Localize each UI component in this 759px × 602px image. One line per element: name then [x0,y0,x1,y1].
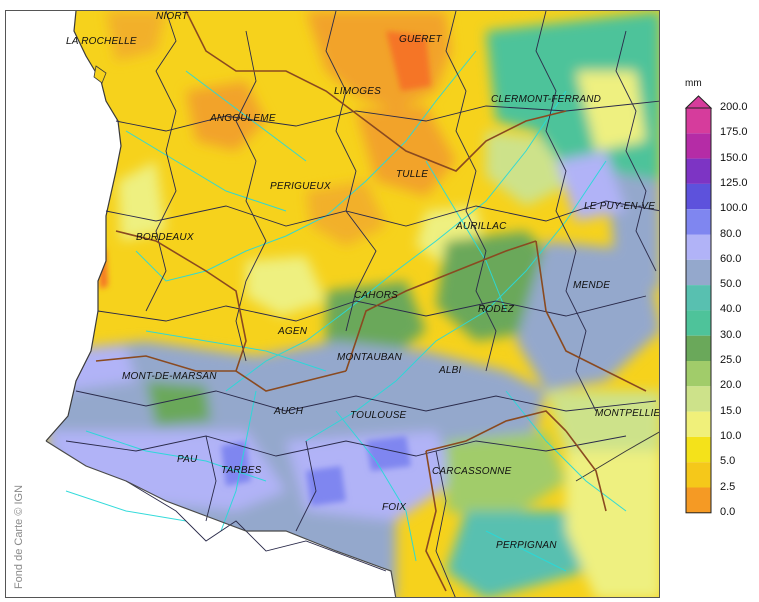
map-credit: Fond de Carte © IGN [13,484,25,590]
legend-swatch-80-0 [686,234,711,260]
city-label-auch: AUCH [274,406,304,417]
legend-label: 0.0 [720,505,736,518]
legend-swatch-10-0 [686,436,711,463]
legend-swatch-200-0 [686,108,711,134]
legend-swatch-2-5 [686,487,711,513]
city-label-albi: ALBI [439,365,462,376]
city-label-niort: NIORT [156,11,188,22]
city-label-tulle: TULLE [396,169,429,180]
legend-label: 10.0 [720,429,742,442]
city-label-montpellier: MONTPELLIE [595,408,660,419]
legend-swatch-25-0 [686,361,711,387]
city-label-bordeaux: BORDEAUX [136,232,194,243]
city-label-la-rochelle: LA ROCHELLE [66,36,137,47]
city-label-foix: FOIX [382,502,407,513]
legend-colorbar [684,95,713,514]
legend-swatch-100-0 [686,209,711,235]
city-label-mende: MENDE [573,280,611,291]
legend-label: 20.0 [720,379,742,392]
legend-swatch-40-0 [686,310,711,336]
legend-label: 5.0 [720,455,736,468]
legend-swatch-60-0 [686,259,711,286]
city-label-rodez: RODEZ [478,304,514,315]
legend-swatch-150-0 [686,158,711,184]
city-label-gueret: GUERET [399,34,442,45]
coastline [45,11,122,442]
legend-swatch-125-0 [686,183,711,210]
legend-label: 125.0 [720,176,748,189]
legend-label: 15.0 [720,404,742,417]
mediterranean-coast [575,431,659,482]
city-label-angouleme: ANGOULEME [210,113,276,124]
legend-top-arrow [684,95,713,109]
legend-swatch-5-0 [686,462,711,488]
city-label-perpignan: PERPIGNAN [496,540,557,551]
city-label-cahors: CAHORS [354,290,398,301]
legend-label: 80.0 [720,227,742,240]
legend-swatch-30-0 [686,335,711,361]
city-label-carcassonne: CARCASSONNE [432,466,512,477]
legend-label: 200.0 [720,101,748,113]
precipitation-map: NIORT LA ROCHELLE GUERET LIMOGES CLERMON… [5,10,660,598]
legend-swatch-175-0 [686,133,711,159]
city-label-le-puy-en-velay: LE PUY-EN-VE [584,201,656,212]
department-borders [65,11,659,597]
national-border [45,440,397,597]
legend-swatch-50-0 [686,285,711,311]
legend-label: 175.0 [720,126,748,139]
legend-unit: mm [685,78,702,89]
color-legend: mm 200.0 175.0 150.0 125.0 100.0 80.0 60.0 50.0… [683,78,759,602]
city-label-montauban: MONTAUBAN [337,352,402,363]
legend-label: 150.0 [720,151,748,164]
city-label-mont-de-marsan: MONT-DE-MARSAN [122,371,217,382]
island [93,65,107,84]
city-label-limoges: LIMOGES [334,86,381,97]
region-borders [95,11,647,592]
legend-label: 40.0 [720,303,742,316]
city-label-clermont-ferrand: CLERMONT-FERRAND [491,94,602,105]
city-label-tarbes: TARBES [221,465,262,476]
city-label-aurillac: AURILLAC [456,221,507,232]
legend-label: 25.0 [720,354,742,366]
legend-label: 2.5 [720,480,736,493]
city-label-toulouse: TOULOUSE [350,410,407,421]
legend-label: 30.0 [720,328,742,341]
legend-label: 100.0 [720,202,748,215]
legend-label: 50.0 [720,278,742,291]
city-label-pau: PAU [177,454,198,465]
legend-swatch-20-0 [686,386,711,412]
map-canvas [6,11,659,597]
rivers [65,50,627,572]
city-label-agen: AGEN [278,326,308,337]
legend-label: 60.0 [720,252,742,265]
city-label-perigueux: PERIGUEUX [270,181,331,192]
legend-swatch-15-0 [686,411,711,437]
legend-frame [685,107,712,514]
